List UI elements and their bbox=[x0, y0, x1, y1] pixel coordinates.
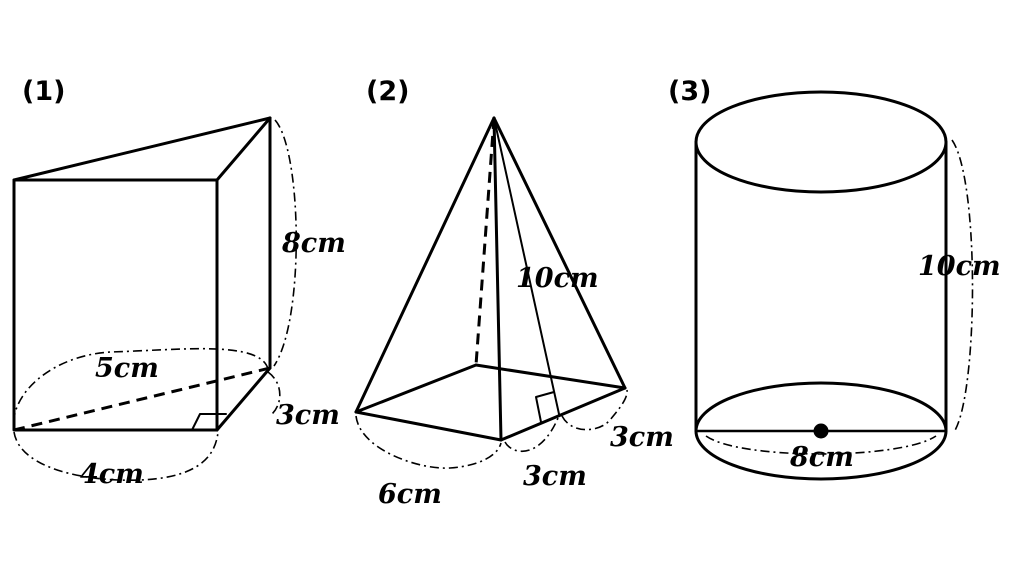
prism-top-back-edge bbox=[12, 116, 272, 182]
pyramid-edge-front bbox=[492, 116, 503, 442]
label-prism-leg-b: 4cm bbox=[80, 459, 144, 490]
pyramid-base-front-right bbox=[499, 386, 627, 442]
label-prism-hypotenuse: 5cm bbox=[95, 353, 159, 384]
label-prism-leg-a: 3cm bbox=[276, 400, 340, 431]
pyramid-slant-height bbox=[493, 117, 560, 415]
pyramid-edge-right bbox=[492, 116, 627, 390]
pyramid-edge-left bbox=[354, 116, 496, 414]
figure-1-triangular-prism: (1) 8cm 5cm 3cm 4cm bbox=[12, 76, 346, 490]
dim-arc-cylinder-height bbox=[951, 139, 974, 433]
prism-hidden-edge bbox=[13, 366, 271, 432]
label-pyramid-base-width: 3cm bbox=[523, 461, 587, 492]
label-cylinder-height: 10cm bbox=[918, 251, 1001, 282]
dim-arc-base-width bbox=[504, 417, 559, 453]
figure-3-cylinder: (3) 10cm 8cm bbox=[668, 76, 1001, 481]
pyramid-right-angle-marker bbox=[535, 391, 555, 423]
label-pyramid-base-length: 6cm bbox=[378, 479, 442, 510]
pyramid-base-front-left bbox=[354, 410, 503, 442]
dim-arc-cylinder-diameter bbox=[705, 435, 937, 455]
label-pyramid-slant: 10cm bbox=[516, 263, 599, 294]
figure-1-label: (1) bbox=[22, 76, 65, 107]
pyramid-base-back-right bbox=[474, 363, 627, 390]
dim-arc-leg-b bbox=[13, 431, 219, 482]
label-cylinder-diameter: 8cm bbox=[789, 442, 854, 473]
pyramid-base-back-left bbox=[354, 363, 478, 414]
prism-bottom-side-edge bbox=[215, 366, 272, 432]
figure-3-label: (3) bbox=[668, 76, 711, 107]
right-angle-marker bbox=[191, 413, 227, 431]
figure-2-rectangular-pyramid: (2) 10cm 6cm 3cm 3cm bbox=[354, 76, 674, 510]
pyramid-hidden-edge bbox=[474, 117, 496, 366]
prism-front-face bbox=[12, 178, 219, 432]
label-prism-height: 8cm bbox=[281, 228, 346, 259]
figure-2-label: (2) bbox=[366, 76, 409, 107]
dim-arc-leg-a bbox=[267, 371, 281, 415]
label-pyramid-half-width: 3cm bbox=[610, 422, 674, 453]
cylinder-center-point bbox=[813, 423, 829, 439]
prism-top-side-edge bbox=[215, 116, 272, 182]
dim-arc-base-length bbox=[355, 415, 502, 469]
dim-arc-height bbox=[273, 119, 298, 367]
dim-arc-half-width bbox=[561, 389, 628, 431]
cylinder-top-face bbox=[694, 90, 948, 194]
